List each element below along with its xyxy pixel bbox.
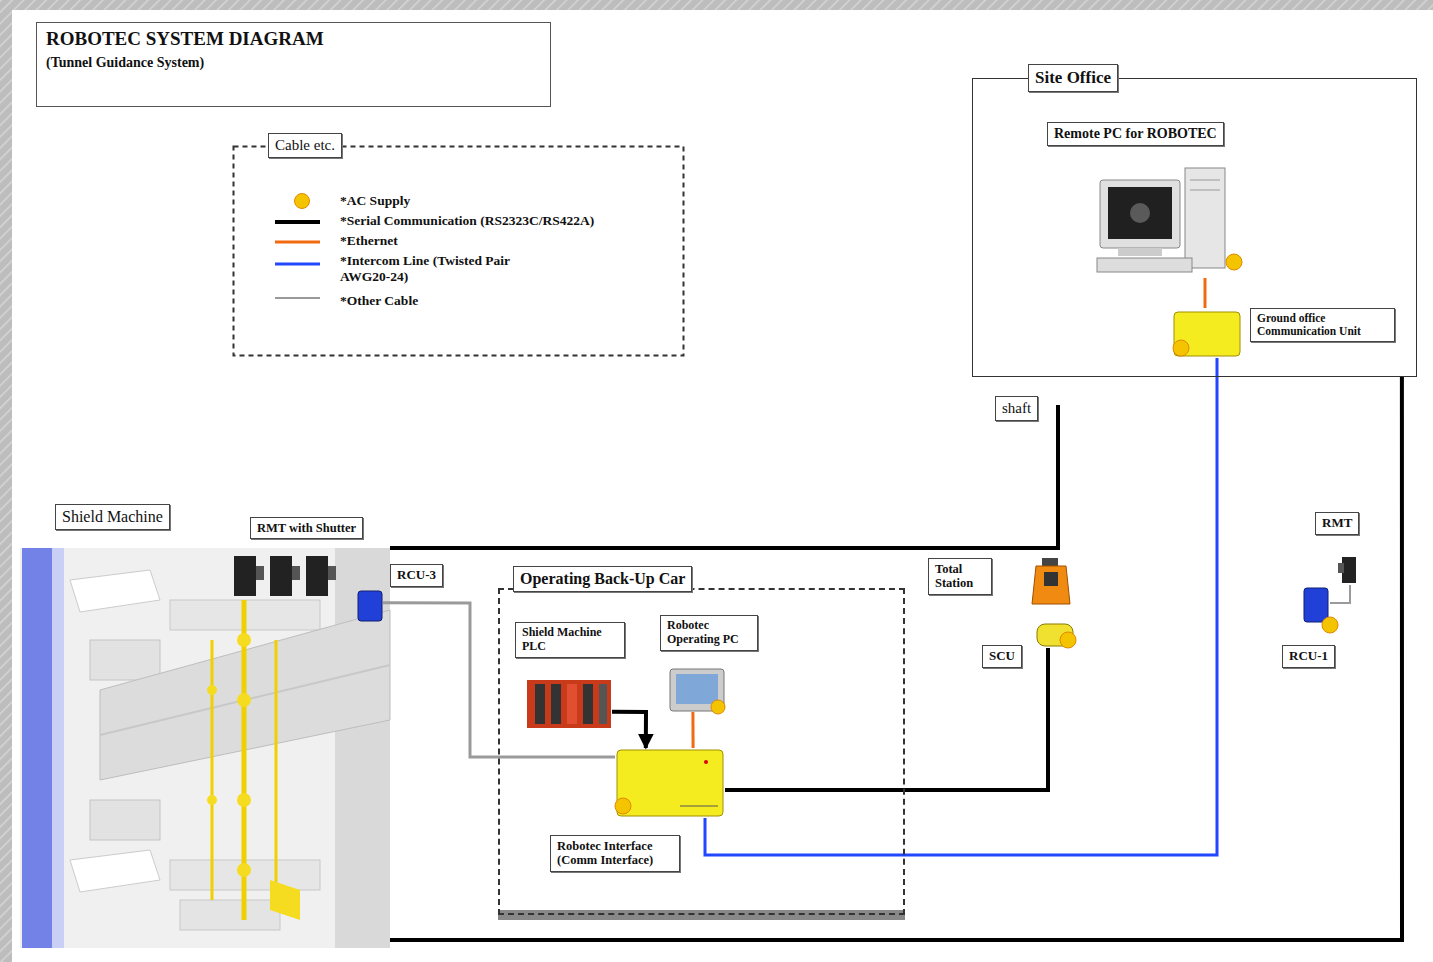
cable-connector — [725, 648, 1048, 790]
legend-text: *Ethernet — [340, 233, 398, 249]
rcu-icon — [1304, 588, 1338, 633]
serial-cable — [390, 405, 1058, 548]
legend-line — [275, 263, 320, 266]
node-label: Site Office — [1028, 64, 1118, 92]
device-label: Robotec Operating PC — [668, 668, 726, 712]
device-label: RCU-3 — [357, 590, 383, 622]
machine-area: Shield Machine — [20, 548, 390, 948]
node-label: Ground office Communication Unit — [1250, 308, 1395, 342]
cable-connector — [1204, 278, 1207, 308]
cable-connector — [612, 712, 646, 748]
device-label: RMT with Shutter — [232, 553, 337, 603]
region-box: Site OfficeRemote PC for ROBOTECGround o… — [972, 78, 1417, 377]
desktop-pc-icon — [1097, 168, 1242, 272]
node-label: RCU-3 — [390, 564, 443, 587]
node-label: Robotec Interface (Comm Interface) — [550, 835, 680, 872]
cable-connector — [390, 377, 1402, 940]
device-label: Shield Machine PLC — [527, 678, 612, 730]
plc-icon — [527, 680, 611, 728]
node-label: RMT with Shutter — [250, 517, 363, 539]
legend-box — [234, 147, 684, 356]
frame-band — [0, 0, 1433, 10]
legend-line — [275, 220, 320, 224]
node-label: Total Station — [928, 558, 992, 595]
frame-band — [0, 0, 12, 962]
legend-text: *AC Supply — [340, 193, 410, 209]
subtitle: (Tunnel Guidance System) — [46, 55, 204, 71]
total-station-icon — [1032, 558, 1070, 604]
device-label: Robotec Interface (Comm Interface) — [615, 748, 725, 818]
device-label: Ground office Communication Unit — [1172, 308, 1395, 358]
touch-panel-icon — [670, 669, 725, 714]
device-label: SCU — [1035, 622, 1077, 648]
node-label: RCU-1 — [1282, 645, 1335, 668]
comm-unit-icon — [1173, 312, 1240, 356]
diagram-title: ROBOTEC SYSTEM DIAGRAM — [46, 28, 324, 50]
node-label: RMT — [1315, 512, 1359, 535]
legend-text: *Intercom Line (Twisted Pair AWG20-24) — [340, 253, 540, 284]
cable-connector — [705, 358, 1217, 855]
device-label: Remote PC for ROBOTEC — [1047, 122, 1260, 278]
region-box: Operating Back-Up CarShield Machine PLCR… — [498, 588, 905, 915]
node-label: Operating Back-Up Car — [513, 566, 692, 592]
cable-connector — [691, 712, 694, 748]
cable-connector — [1330, 585, 1350, 603]
node-label: Remote PC for ROBOTEC — [1047, 122, 1224, 146]
node-label: Shield Machine — [55, 504, 170, 530]
shield-machine-drawing — [20, 548, 390, 948]
car-floor — [498, 910, 905, 920]
node-label: Robotec Operating PC — [660, 615, 758, 651]
interface-unit-icon — [615, 750, 723, 816]
legend-heading: Cable etc. — [268, 133, 342, 158]
rmt-shutter-icons — [234, 556, 336, 596]
legend-text: *Other Cable — [340, 293, 418, 309]
title-box — [37, 23, 551, 107]
legend-swatch — [294, 193, 310, 209]
shaft-label: shaft — [995, 396, 1038, 421]
rcu-icon — [358, 591, 382, 621]
node-label: SCU — [982, 645, 1022, 668]
rmt-icon — [1338, 557, 1356, 583]
legend-line — [275, 241, 320, 244]
device-label: RCU-1 — [1302, 585, 1330, 627]
device-label: RMT — [1340, 555, 1360, 585]
legend-text: *Serial Communication (RS2323C/RS422A) — [340, 213, 594, 229]
device-label: Total Station — [1030, 558, 1072, 608]
node-label: Shield Machine PLC — [515, 622, 625, 658]
scu-icon — [1037, 624, 1076, 648]
legend-line — [275, 297, 320, 299]
